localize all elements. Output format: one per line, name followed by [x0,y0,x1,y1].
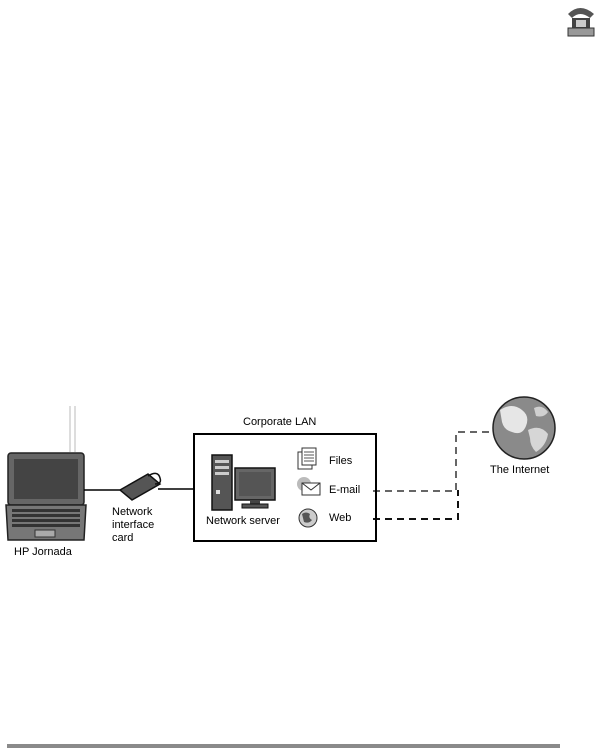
card-label-line-1: Network [112,506,153,518]
corporate-lan-box [193,433,377,542]
network-card-icon [118,472,162,501]
web-globe-icon [298,508,318,528]
page-divider [7,744,560,748]
internet-globe-icon [492,396,556,460]
laptop-icon [5,406,87,541]
files-icon [297,447,317,470]
server-label: Network server [206,515,280,527]
web-connection-line [373,490,459,520]
email-connection-line [373,431,495,492]
service-label-files: Files [329,455,353,467]
card-label-line-3: card [112,532,134,544]
laptop-label: HP Jornada [14,546,72,558]
monitor-icon [234,467,276,509]
server-tower-icon [211,454,233,511]
service-label-email: E-mail [329,484,361,496]
card-label-line-2: interface [112,519,155,531]
lan-title: Corporate LAN [243,416,317,428]
internet-label: The Internet [490,464,550,476]
service-label-web: Web [329,512,352,524]
email-icon [297,477,321,496]
